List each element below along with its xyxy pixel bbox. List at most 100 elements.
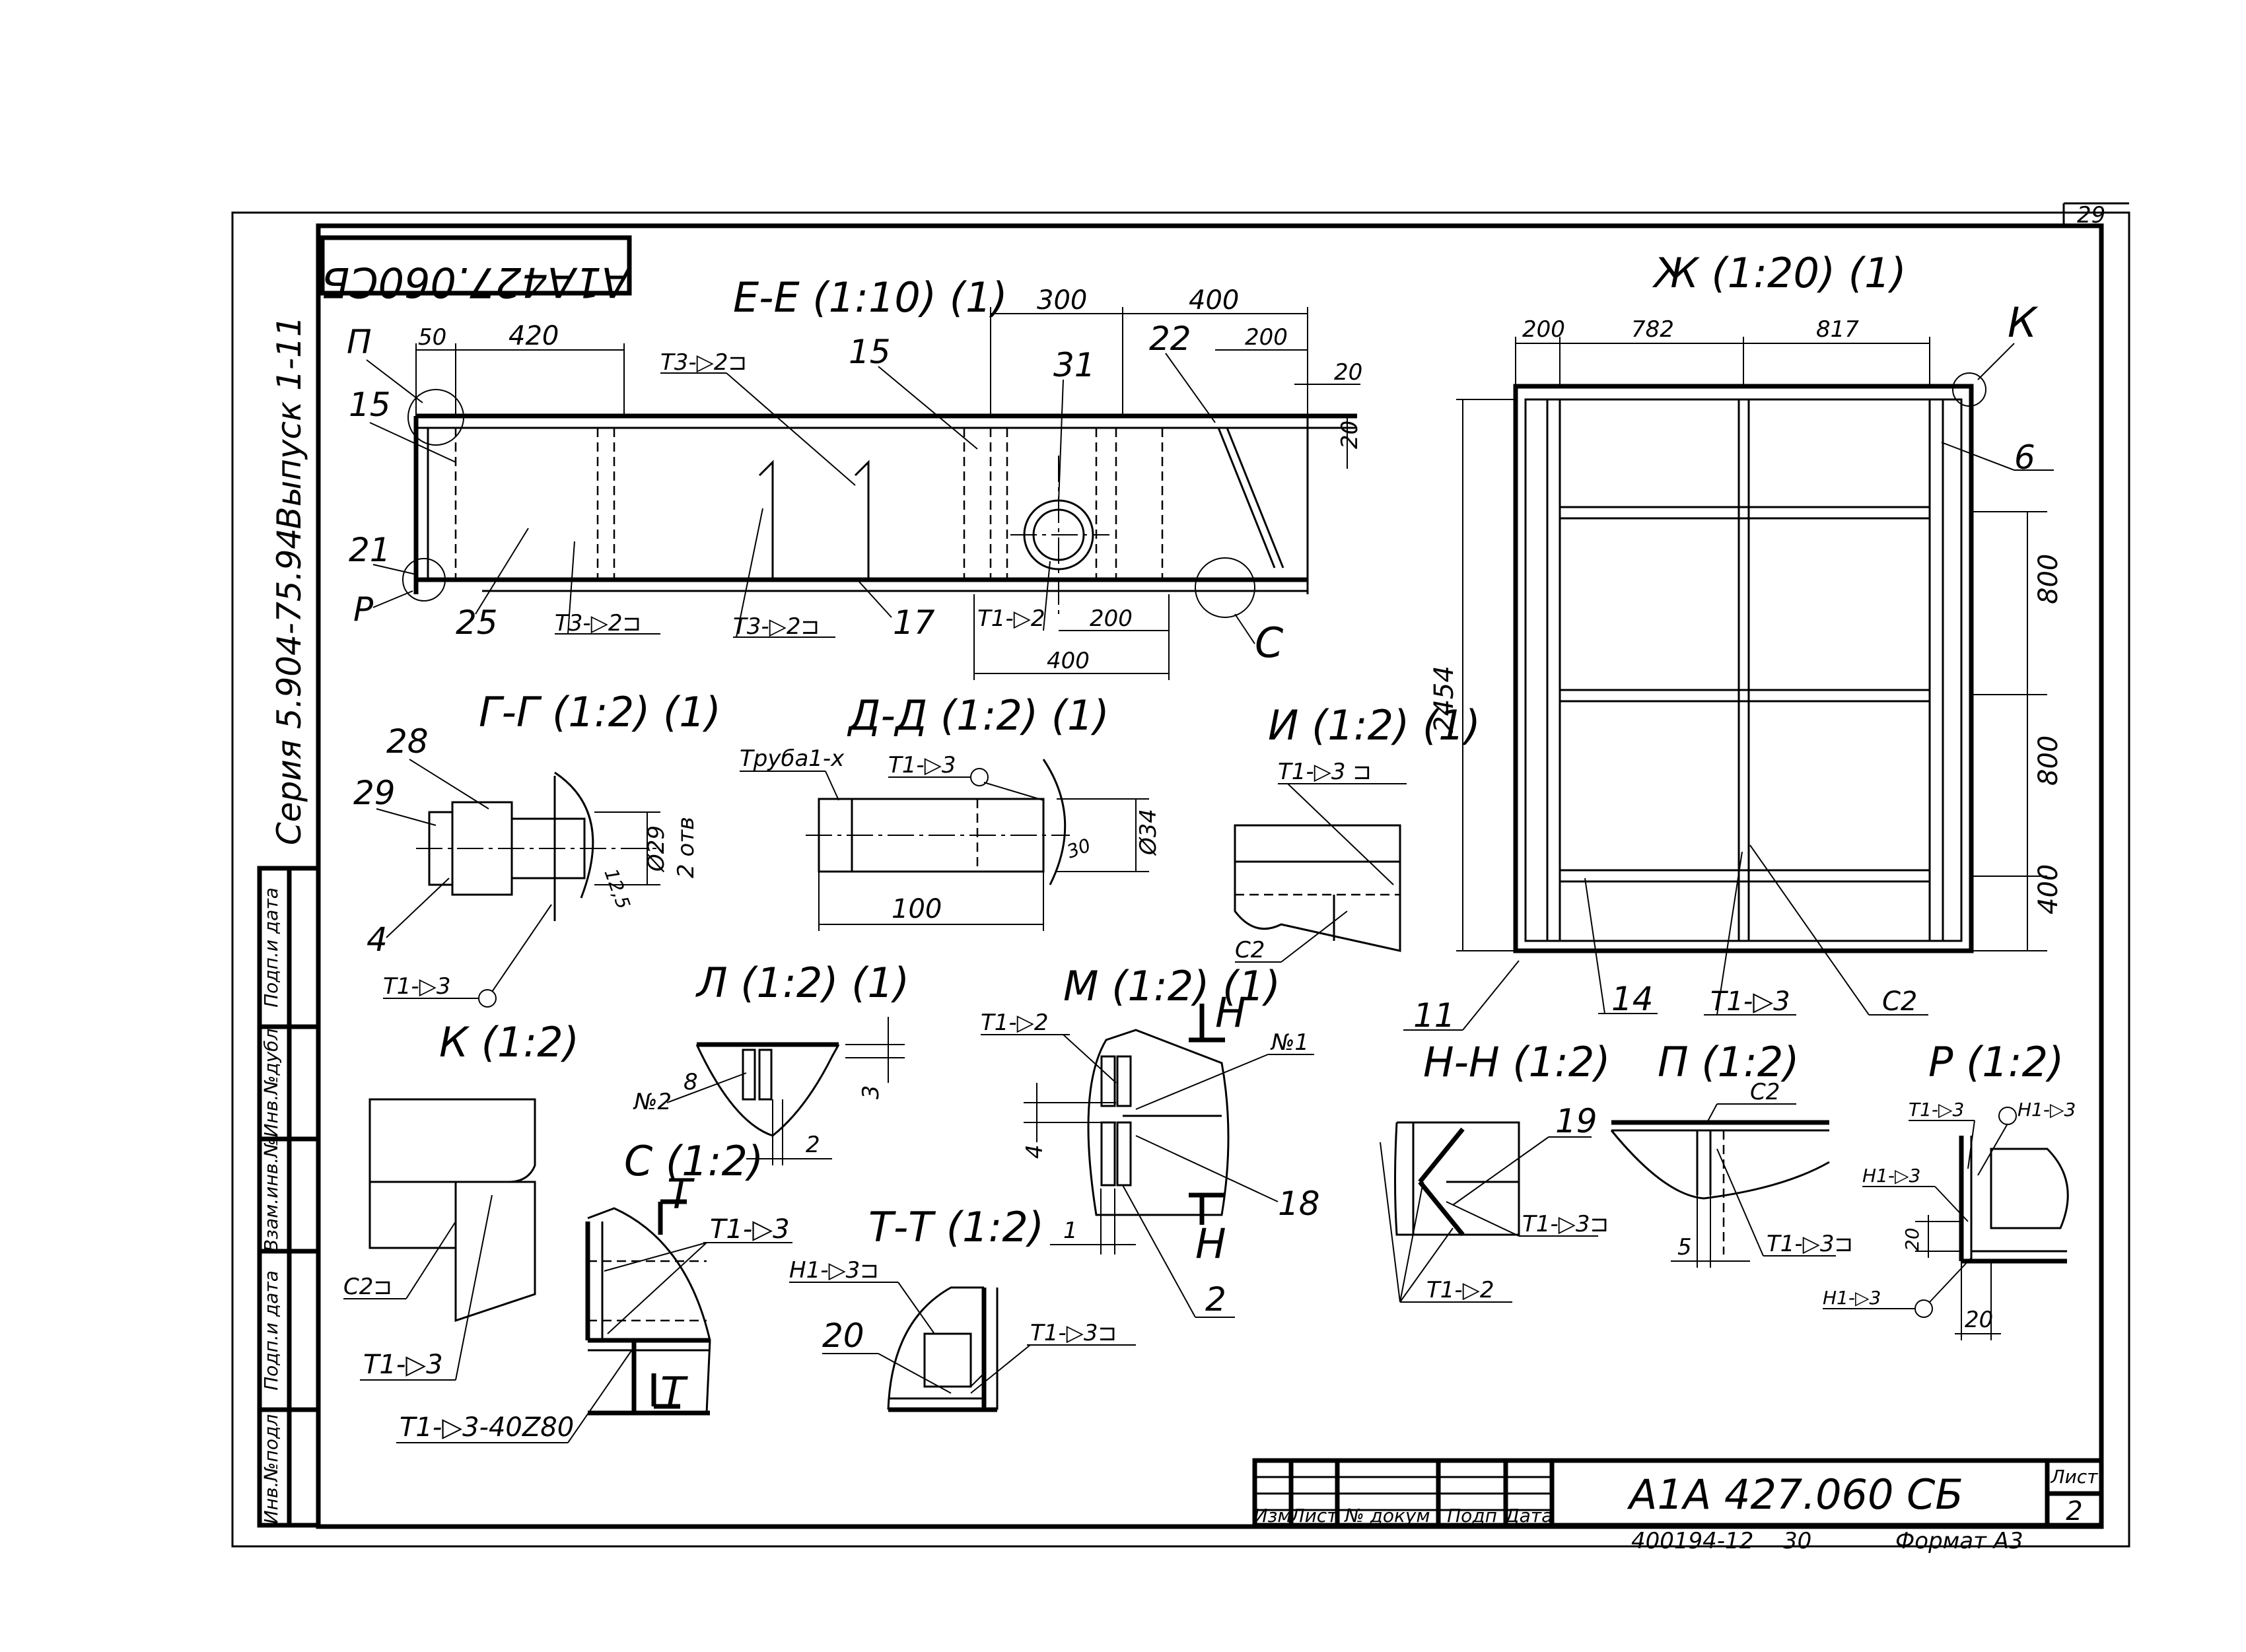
view-p: П (1:2) 5 С2 Т1-▷3⊐ xyxy=(1610,1038,1853,1268)
copy-code: 30 xyxy=(1783,1528,1811,1554)
callout-4: 4 xyxy=(367,920,388,959)
weld-t3-bottom-2: Т3-▷2⊐ xyxy=(733,613,820,640)
dim-20-h: 20 xyxy=(1334,359,1362,386)
weld-c: Т1-▷3 xyxy=(710,1214,790,1245)
view-h-h: Н-Н (1:2) 19 Т1-▷3⊐ Т1-▷2 xyxy=(1380,1038,1610,1303)
view-k: К (1:2) С2⊐ Т1-▷3 xyxy=(343,1018,579,1381)
view-t-t: Т-Т (1:2) Н1-▷3⊐ 20 Т1-▷3⊐ xyxy=(789,1203,1136,1412)
weld-p: Т1-▷3⊐ xyxy=(1767,1231,1853,1257)
inverted-designation: A1A427.060CБ xyxy=(322,258,632,306)
weld-d: Т1-▷3 xyxy=(888,752,956,778)
callout-25: 25 xyxy=(456,603,498,642)
seam-zh: С2 xyxy=(1882,986,1917,1017)
section-t-bottom: Т xyxy=(660,1368,688,1416)
dim-400-zh: 400 xyxy=(2033,864,2064,914)
callout-19: 19 xyxy=(1555,1102,1597,1140)
pipe-label: Труба1-х xyxy=(740,745,845,772)
dim-12-5: 12,5 xyxy=(600,866,634,912)
view-e-e-title: Е-Е (1:10) (1) xyxy=(733,273,1008,322)
view-t-t-title: Т-Т (1:2) xyxy=(868,1203,1044,1251)
view-p-title: П (1:2) xyxy=(1658,1038,1800,1086)
section-h-bottom: Н xyxy=(1195,1220,1226,1268)
callout-29: 29 xyxy=(353,774,396,812)
stamp-vzam-inv: Взам.инв.№ xyxy=(260,1138,282,1252)
weld-r-mid: Н1-▷3 xyxy=(1862,1165,1920,1187)
view-c: С (1:2) Т Т Т1-▷3 Т1-▷3-40Z80 xyxy=(396,1137,792,1443)
seam-p: С2 xyxy=(1750,1079,1780,1105)
title-podp: Подп xyxy=(1447,1505,1497,1527)
view-zh-title: Ж (1:20) (1) xyxy=(1652,249,1907,297)
dim-2: 2 xyxy=(806,1132,820,1158)
weld-hh-bottom: Т1-▷2 xyxy=(1426,1277,1494,1303)
stamp-podp-data-2: Подп.и дата xyxy=(260,887,282,1008)
sheet-label: Лист xyxy=(2051,1466,2099,1488)
view-l-title: Л (1:2) (1) xyxy=(695,959,909,1007)
callout-22: 22 xyxy=(1149,320,1191,358)
dim-2454: 2454 xyxy=(1429,666,1459,733)
side-stamp: Инв.№подл Подп.и дата Взам.инв.№ Инв.№ду… xyxy=(257,866,321,1528)
weld-t-side: Т1-▷3⊐ xyxy=(1030,1320,1117,1346)
dim-782: 782 xyxy=(1631,316,1674,343)
weld-chain-c: Т1-▷3-40Z80 xyxy=(400,1412,574,1443)
weld-g: Т1-▷3 xyxy=(383,973,450,1000)
dim-1-m: 1 xyxy=(1063,1218,1078,1244)
callout-k: К xyxy=(2008,298,2039,347)
callout-31: 31 xyxy=(1053,346,1096,384)
callout-15-mid: 15 xyxy=(849,333,891,371)
view-c-title: С (1:2) xyxy=(624,1137,763,1185)
view-k-title: К (1:2) xyxy=(439,1018,579,1066)
series-label: Серия 5.904-75.94 xyxy=(270,528,308,845)
dim-800-lower: 800 xyxy=(2033,736,2064,786)
view-r-title: Р (1:2) xyxy=(1928,1038,2064,1086)
callout-14: 14 xyxy=(1611,980,1654,1018)
view-e-e: Е-Е (1:10) (1) 50 420 xyxy=(347,273,1363,680)
view-g-g: Г-Г (1:2) (1) Ø29 2 отв 12,5 28 29 4 Т1-… xyxy=(353,688,721,1008)
view-m: М (1:2) (1) Н Т1-▷2 №1 18 Н 2 4 1 xyxy=(981,962,1320,1319)
weld-t1-e: Т1-▷2 xyxy=(977,605,1045,632)
dim-420: 420 xyxy=(509,321,559,351)
dim-300: 300 xyxy=(1037,285,1087,316)
dim-817: 817 xyxy=(1816,316,1859,343)
seam-k: С2⊐ xyxy=(343,1274,392,1300)
dim-100: 100 xyxy=(892,894,942,924)
stamp-inv-dubl: Инв.№дубл xyxy=(260,1028,282,1137)
view-r: Р (1:2) Т1-▷3 Н1-▷3 Н1-▷3 20 20 Н1-▷3 xyxy=(1823,1038,2076,1340)
dim-400-bottom: 400 xyxy=(1047,648,1090,674)
view-h-h-title: Н-Н (1:2) xyxy=(1423,1038,1610,1086)
dim-200-zh: 200 xyxy=(1522,316,1565,343)
callout-28: 28 xyxy=(386,722,429,761)
callout-11: 11 xyxy=(1413,996,1456,1035)
dim-2otv: 2 отв xyxy=(673,817,699,878)
section-t-top: Т xyxy=(667,1170,695,1218)
callout-2-m: 2 xyxy=(1205,1280,1226,1319)
title-izm: Изм xyxy=(1254,1505,1292,1527)
view-m-title: М (1:2) (1) xyxy=(1063,962,1281,1010)
callout-n2: №2 xyxy=(633,1089,672,1115)
title-dokum: № докум xyxy=(1343,1505,1430,1527)
view-g-g-title: Г-Г (1:2) (1) xyxy=(479,688,721,736)
weld-k: Т1-▷3 xyxy=(363,1350,443,1380)
issue-label: Выпуск 1-11 xyxy=(270,316,308,529)
sheet-corner-number: 29 xyxy=(2077,202,2105,228)
stamp-inv-podl: Инв.№подл xyxy=(260,1414,282,1525)
view-i: И (1:2) (1) Т1-▷3 ⊐ С2 xyxy=(1234,701,1481,963)
callout-c: С xyxy=(1255,619,1284,667)
stamp-podp-data-1: Подп.и дата xyxy=(260,1270,282,1391)
dim-800-upper: 800 xyxy=(2033,554,2064,604)
view-d-d-title: Д-Д (1:2) (1) xyxy=(847,691,1109,740)
weld-i: Т1-▷3 ⊐ xyxy=(1278,759,1372,785)
weld-r-top-right: Н1-▷3 xyxy=(2018,1099,2076,1120)
dim-30: 30 xyxy=(1064,834,1094,862)
callout-8: 8 xyxy=(684,1069,698,1095)
weld-m: Т1-▷2 xyxy=(981,1010,1048,1036)
weld-r-top-left: Т1-▷3 xyxy=(1909,1099,1964,1120)
dim-3: 3 xyxy=(858,1085,884,1099)
section-h-top: Н xyxy=(1215,988,1246,1037)
callout-15-left: 15 xyxy=(349,386,391,424)
view-zh: Ж (1:20) (1) К 200 782 817 2454 xyxy=(1403,249,2064,1035)
view-i-title: И (1:2) (1) xyxy=(1268,701,1481,749)
callout-21: 21 xyxy=(349,531,391,569)
weld-hh: Т1-▷3⊐ xyxy=(1522,1211,1609,1237)
format-label: Формат А3 xyxy=(1895,1528,2023,1554)
